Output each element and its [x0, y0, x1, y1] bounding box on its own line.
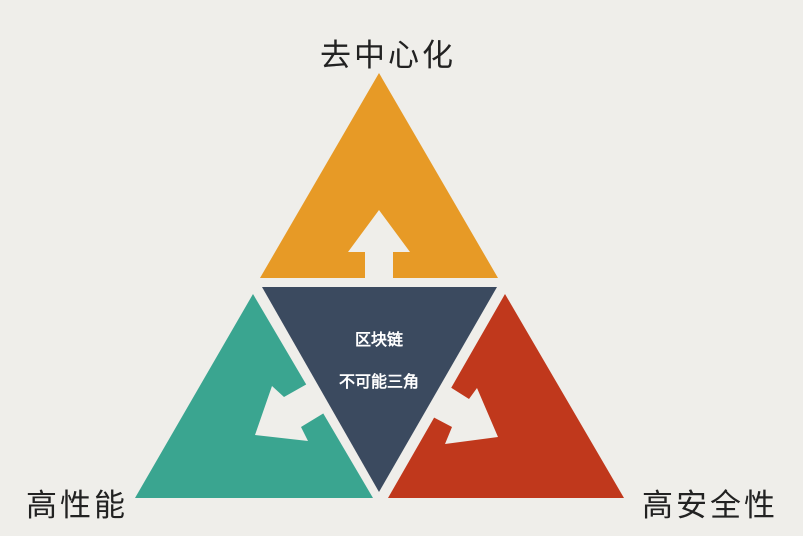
label-decentralization: 去中心化 — [320, 38, 456, 74]
triangle-performance — [135, 294, 373, 498]
triangle-center — [262, 287, 497, 492]
center-title: 区块链 — [354, 330, 403, 349]
arrow-down-left-icon — [255, 384, 324, 441]
triangle-security — [388, 294, 624, 498]
triangle-decentralization — [260, 73, 498, 278]
arrow-down-right-icon — [433, 387, 498, 444]
center-subtitle: 不可能三角 — [338, 372, 419, 391]
label-performance: 高性能 — [26, 488, 128, 524]
arrow-up-icon — [348, 210, 410, 278]
label-security: 高安全性 — [642, 488, 778, 524]
